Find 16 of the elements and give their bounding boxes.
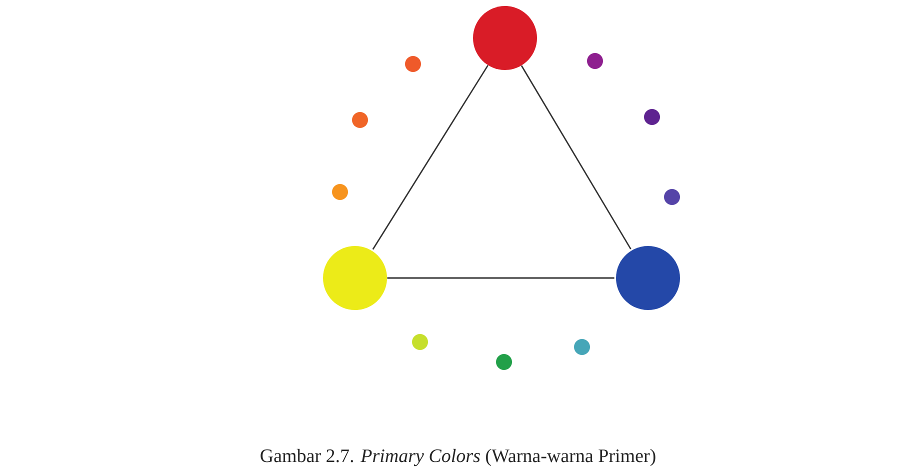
line: [372, 64, 489, 250]
color-circle: [405, 56, 421, 72]
color-circle: [587, 53, 603, 69]
color-circle: [332, 184, 348, 200]
color-circle: [473, 6, 537, 70]
color-circle: [352, 112, 368, 128]
color-circle: [412, 334, 428, 350]
color-circle: [644, 109, 660, 125]
color-circle: [574, 339, 590, 355]
line: [520, 65, 632, 250]
color-circle: [664, 189, 680, 205]
color-circle: [616, 246, 680, 310]
caption: Gambar 2.7. Primary Colors (Warna-warna Primer): [260, 448, 656, 466]
color-circle: [496, 354, 512, 370]
color-circle: [323, 246, 387, 310]
line: [387, 277, 614, 279]
